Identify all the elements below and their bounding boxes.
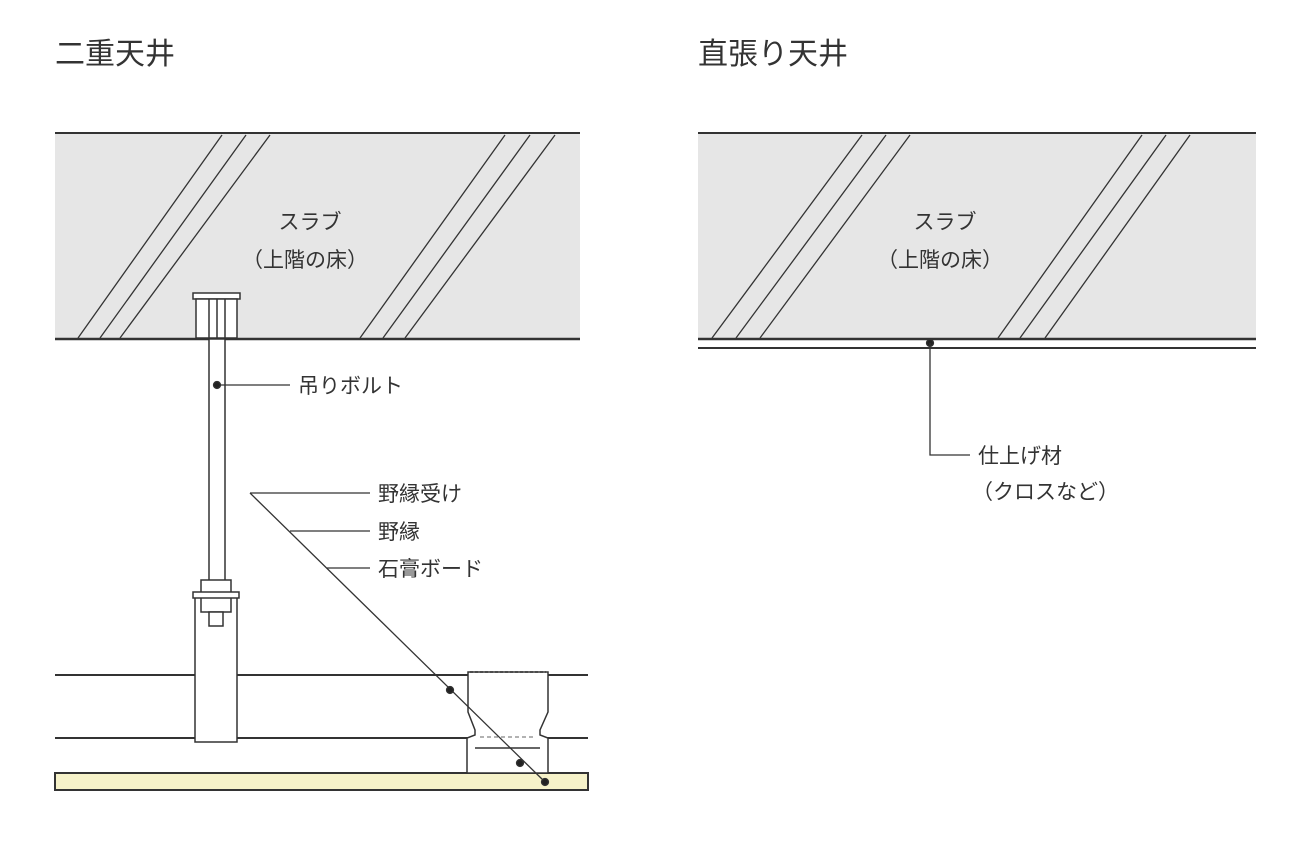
furring-receiver-label: 野縁受け (378, 482, 462, 506)
finish-sublabel: （クロスなど） (972, 480, 1119, 504)
right-slab-label: スラブ (914, 210, 977, 234)
right-slab (698, 132, 1256, 349)
furring-clip (466, 671, 549, 774)
right-slab-sublabel: （上階の床） (877, 248, 1003, 272)
left-slab-sublabel: （上階の床） (242, 248, 368, 272)
furring-label: 野縁 (378, 520, 420, 544)
left-title: 二重天井 (55, 37, 175, 72)
finish-label: 仕上げ材 (978, 444, 1062, 468)
right-title: 直張り天井 (698, 37, 848, 72)
left-slab (55, 132, 580, 341)
left-slab-label: スラブ (279, 210, 342, 234)
hanger-bolt (192, 292, 241, 743)
ceiling-layers (54, 674, 589, 791)
gypsum-board-label: 石膏ボード (378, 557, 483, 581)
hanger-bolt-label: 吊りボルト (298, 374, 403, 398)
leader-lines-left (212, 380, 550, 787)
leader-lines-right (925, 338, 970, 456)
